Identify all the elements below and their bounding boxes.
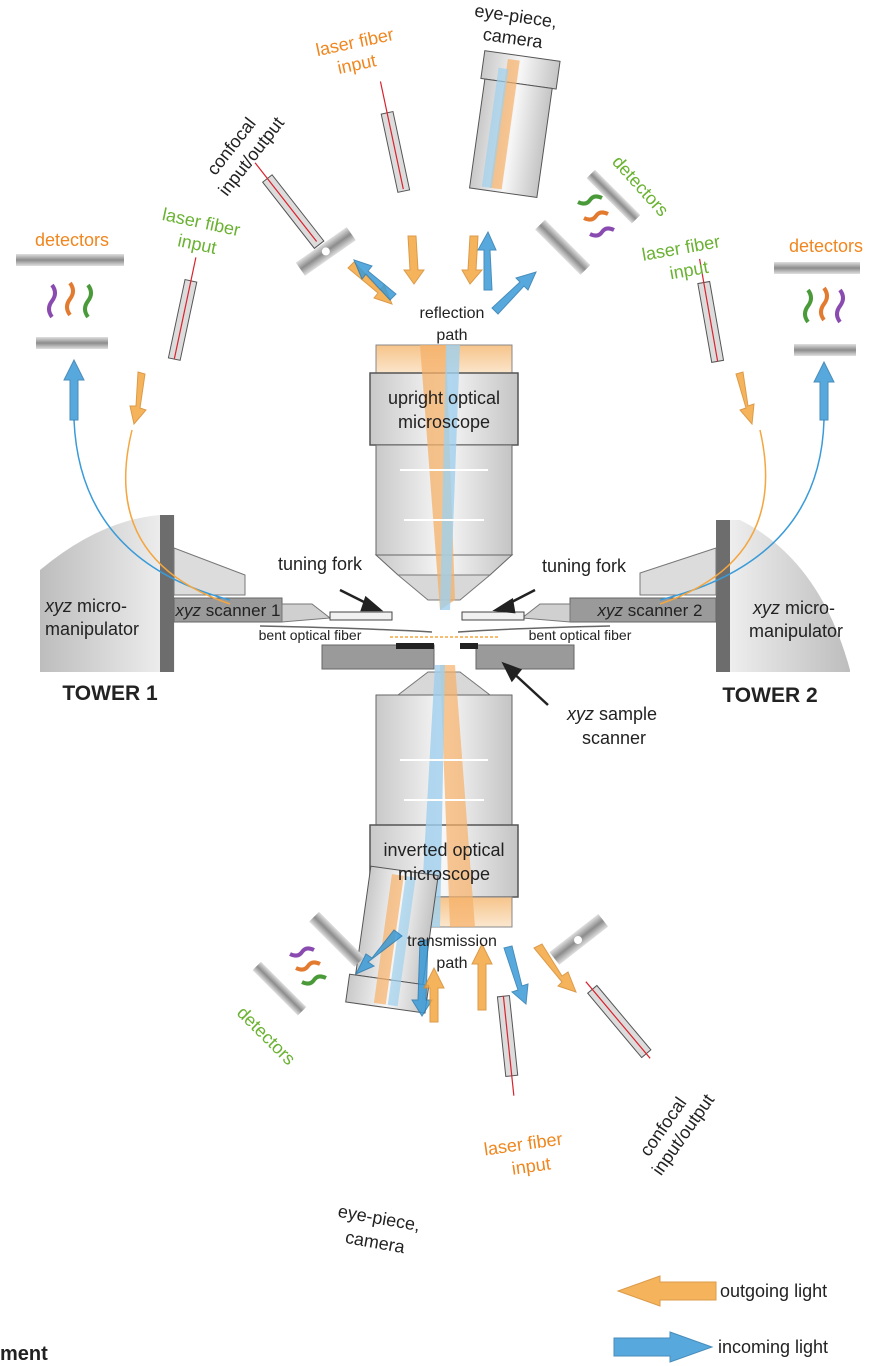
scanner-2-label: xyz scanner 2 [597, 601, 703, 620]
right-micromanipulator-suffix: micro- [780, 598, 835, 618]
reflection-label-2: path [436, 327, 467, 344]
left-laser-arrow [129, 371, 147, 426]
legend-incoming-arrow [613, 1331, 714, 1363]
legend-incoming-label: incoming light [718, 1337, 828, 1357]
bottom-laser-label-2: input [510, 1153, 551, 1178]
top-confocal-fiber [254, 162, 325, 250]
bottom-right-mirror [549, 913, 609, 965]
top-detectors-label: detectors [608, 152, 672, 220]
legend [613, 1275, 717, 1363]
tower-2-label: TOWER 2 [722, 684, 817, 707]
top-laser-fiber [379, 81, 411, 193]
left-detectors-label: detectors [35, 230, 109, 250]
bottom-detectors-label: detectors [233, 1003, 300, 1070]
scanner-1-italic: xyz [175, 601, 202, 620]
fiber-curves [73, 419, 825, 605]
scanner-2-italic: xyz [597, 601, 624, 620]
sample-scanner-label-2: scanner [582, 728, 646, 748]
transmission-label-2: path [436, 955, 467, 972]
upright-label-2: microscope [398, 412, 490, 432]
top-left-mirror [295, 227, 356, 276]
top-right-detector-bar [586, 169, 641, 224]
right-micromanipulator-italic: xyz [752, 598, 780, 618]
sample-scanner-italic: xyz [566, 704, 594, 724]
tower-2 [457, 520, 850, 672]
left-micromanipulator-suffix: micro- [72, 596, 127, 616]
sample-stage [321, 636, 575, 670]
left-detector-assembly [16, 254, 124, 421]
left-laser-fiber [167, 257, 198, 361]
reflection-label-1: reflection [420, 305, 485, 322]
bottom-left-mirror [309, 911, 365, 967]
top-right-detector-glyph [577, 194, 615, 238]
bottom-laser-fiber [496, 995, 519, 1096]
pointer-arrows [339, 588, 549, 706]
tower-1 [40, 515, 433, 672]
left-micromanipulator-label-1: xyz micro- [44, 596, 127, 616]
left-tuning-fork-label: tuning fork [278, 554, 363, 574]
right-micromanipulator-label-1: xyz micro- [752, 598, 835, 618]
sample-scanner-label-1: xyz sample [566, 704, 657, 724]
transmission-label-1: transmission [407, 933, 497, 950]
bottom-eyepiece-label-2: camera [344, 1227, 408, 1257]
scanner-2-suffix: scanner 2 [623, 601, 702, 620]
scanner-1-suffix: scanner 1 [201, 601, 280, 620]
right-laser-label-1: laser fiber [640, 231, 721, 264]
legend-outgoing-arrow [616, 1275, 717, 1307]
bottom-confocal-fiber [585, 981, 652, 1059]
right-tuning-fork-label: tuning fork [542, 556, 627, 576]
right-micromanipulator-label-2: manipulator [749, 621, 843, 641]
bottom-laser-label-1: laser fiber [483, 1129, 564, 1160]
upright-microscope [369, 344, 519, 610]
right-laser-fiber [697, 258, 725, 363]
right-laser-arrow [735, 371, 755, 426]
inverted-label-2: microscope [398, 864, 490, 884]
top-eyepiece [468, 50, 561, 198]
inverted-label-1: inverted optical [383, 840, 504, 860]
left-micromanipulator-italic: xyz [44, 596, 72, 616]
left-bent-fiber-label: bent optical fiber [259, 627, 362, 643]
top-right-mirror [535, 219, 591, 275]
legend-outgoing-label: outgoing light [720, 1281, 827, 1301]
upright-label-1: upright optical [388, 388, 500, 408]
footer-fragment: ment [0, 1343, 48, 1365]
right-detector-assembly [774, 262, 860, 421]
tower-1-label: TOWER 1 [62, 682, 158, 705]
bottom-left-detector-bar [252, 961, 307, 1016]
right-detectors-label: detectors [789, 236, 863, 256]
bottom-detector-glyph [289, 946, 327, 986]
sample-scanner-suffix: sample [594, 704, 657, 724]
top-light-arrows [347, 230, 537, 315]
right-bent-fiber-label: bent optical fiber [529, 627, 632, 643]
left-micromanipulator-label-2: manipulator [45, 619, 139, 639]
bottom-light-arrows [354, 929, 577, 1023]
scanner-1-label: xyz scanner 1 [175, 601, 281, 620]
